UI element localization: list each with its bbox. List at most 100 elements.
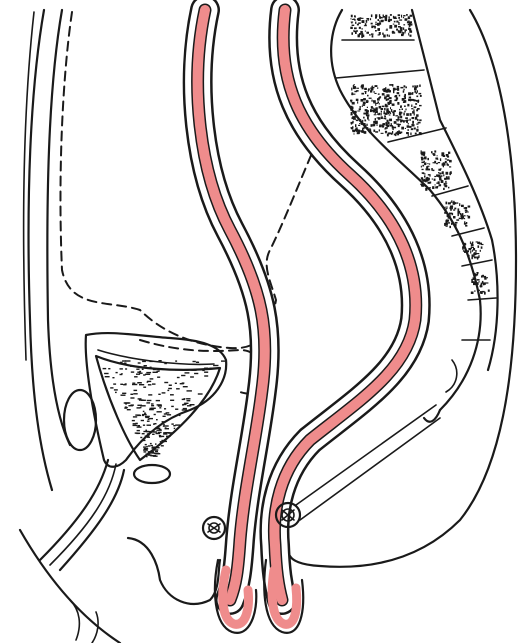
sacrum-stipple-mark [483,283,484,284]
sacrum-stipple-mark [426,168,429,170]
sacrum-stipple-mark [403,24,405,25]
prostate-stipple-mark [164,425,169,426]
prostate-stipple-mark [162,421,164,422]
prostate-stipple-mark [162,392,166,393]
sacrum-stipple-mark [392,84,393,87]
sacrum-stipple-mark [397,119,398,122]
sacrum-stipple-mark [433,162,436,163]
sacrum-stipple-mark [377,125,378,126]
sacrum-stipple-mark [378,19,380,21]
sacrum-stipple-mark [416,129,418,132]
sacrum-stipple-mark [357,24,359,26]
sacrum-stipple-mark [419,132,422,135]
sacrum-stipple-mark [384,108,386,111]
sacrum-stipple-mark [410,35,412,37]
sacrum-stipple-mark [411,128,413,130]
prostate-stipple-mark [135,432,138,433]
sacrum-stipple-mark [381,111,382,113]
sacrum-stipple-mark [412,121,414,124]
sacrum-stipple-mark [351,22,352,24]
sacrum-stipple-mark [461,216,464,219]
sacrum-stipple-mark [391,109,392,112]
sacrum-stipple-mark [361,28,363,29]
sacrum-stipple-mark [475,275,476,276]
sacrum-stipple-mark [484,278,486,280]
prostate-stipple-mark [197,362,199,363]
prostate-stipple-mark [125,406,127,407]
prostate-stipple-mark [163,424,165,425]
sacrum-stipple-mark [379,124,381,126]
sacrum-stipple-mark [365,23,367,25]
prostate-stipple-mark [204,375,208,376]
prostate-stipple-mark [151,405,154,406]
sacrum-stipple-mark [376,107,378,110]
prostate-stipple-mark [181,375,185,376]
prostate-stipple-mark [137,426,142,427]
sacrum-stipple-mark [447,178,450,180]
prostate-stipple-mark [182,409,187,410]
sacrum-stipple-mark [478,281,479,282]
sacrum-stipple-mark [450,207,451,209]
prostate-stipple-mark [130,394,133,395]
sacrum-stipple-mark [362,120,363,123]
sacrum-stipple-mark [401,112,403,113]
prostate-stipple-mark [124,402,129,403]
prostate-stipple-mark [140,437,142,438]
sacrum-stipple-mark [486,282,489,283]
sacrum-stipple-mark [386,108,388,110]
sacrum-stipple-mark [403,15,405,16]
sacrum-stipple-mark [387,34,388,36]
sacrum-stipple-mark [445,161,447,163]
sacrum-stipple-mark [375,85,378,87]
sacrum-stipple-mark [389,16,390,18]
sacrum-stipple-mark [379,103,380,104]
sacrum-stipple-mark [437,155,438,156]
prostate-stipple-mark [144,451,147,452]
sacrum-stipple-mark [378,93,379,94]
prostate-stipple-mark [147,454,149,455]
prostate-stipple-mark [175,383,177,384]
prostate-stipple-mark [167,390,169,391]
sacrum-stipple-mark [449,160,452,163]
sacrum-stipple-mark [355,124,356,127]
sacrum-stipple-mark [424,175,426,177]
sacrum-stipple-mark [367,127,368,128]
sacrum-stipple-mark [399,109,400,110]
sacrum-stipple-mark [353,30,354,32]
sacrum-stipple-mark [352,117,354,119]
sacrum-stipple-mark [368,88,370,90]
sacrum-stipple-mark [411,99,414,101]
sacrum-stipple-mark [383,35,386,38]
sacrum-stipple-mark [470,251,471,254]
sacrum-stipple-mark [476,241,479,242]
prostate-stipple-mark [175,409,178,410]
prostate-stipple-mark [143,387,146,388]
sacrum-stipple-mark [453,209,455,210]
sacrum-stipple-mark [409,126,411,128]
prostate-stipple-mark [157,411,162,412]
sacrum-stipple-mark [411,105,412,108]
prostate-stipple-mark [153,449,158,450]
sacrum-stipple-mark [438,162,440,163]
sacrum-stipple-mark [462,246,464,248]
sacrum-stipple-mark [446,226,448,227]
sacrum-stipple-mark [391,123,392,125]
sacrum-stipple-mark [407,21,409,23]
sacrum-stipple-mark [398,14,401,16]
prostate-stipple-mark [173,425,175,426]
sacrum-stipple-mark [390,107,391,109]
sacrum-stipple-mark [474,290,475,292]
sacrum-stipple-mark [388,20,390,22]
sacrum-stipple-mark [382,126,384,128]
sacrum-stipple-mark [352,102,355,105]
prostate-stipple-mark [156,419,158,420]
sacrum-stipple-mark [383,113,385,115]
sacrum-stipple-mark [353,111,355,113]
sacrum-stipple-mark [373,102,376,103]
sacrum-stipple-mark [408,92,411,95]
sacrum-stipple-mark [382,106,385,108]
sacrum-stipple-mark [357,19,358,21]
prostate-stipple-mark [133,416,137,417]
sacrum-stipple-mark [373,91,374,93]
sacrum-stipple-mark [393,113,395,116]
